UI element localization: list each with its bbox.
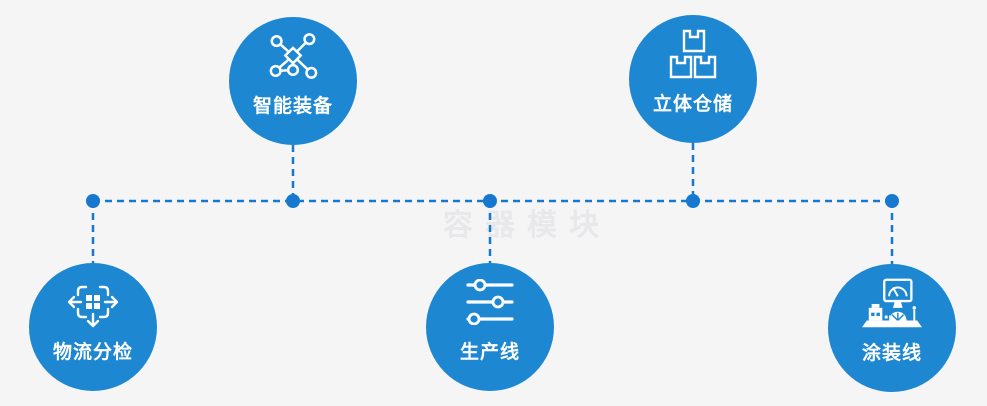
watermark-text: 容器模块 [443,209,611,242]
network-nodes-icon [267,30,319,82]
node-label: 生产线 [459,342,520,363]
node-smart-equipment: 智能装备 [229,17,357,145]
machine-console-icon [861,277,923,329]
sorting-arrows-icon [65,276,121,328]
node-label: 立体仓储 [652,94,733,115]
node-logistics-sorting: 物流分检 [29,263,157,391]
stacked-boxes-icon [668,28,718,80]
node-painting-line: 涂装线 [828,264,956,392]
node-stereoscopic-warehouse: 立体仓储 [629,15,757,143]
node-label: 涂装线 [861,343,922,364]
node-label: 物流分检 [52,342,133,363]
node-production-line: 生产线 [426,263,554,391]
sliders-icon [465,276,515,328]
node-label: 智能装备 [252,96,333,117]
